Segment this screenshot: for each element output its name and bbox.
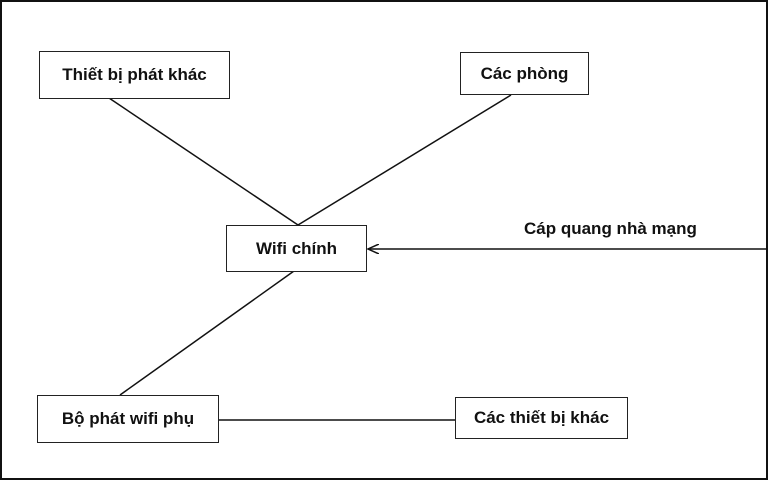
node-other-routers: Thiết bị phát khác bbox=[39, 51, 230, 99]
node-extender: Bộ phát wifi phụ bbox=[37, 395, 219, 443]
node-other-devices: Các thiết bị khác bbox=[455, 397, 628, 439]
link-main-to-extender bbox=[119, 270, 295, 396]
link-rooms-to-main bbox=[297, 94, 512, 226]
node-main-wifi: Wifi chính bbox=[226, 225, 367, 272]
fiber-label: Cáp quang nhà mạng bbox=[524, 219, 697, 238]
node-rooms: Các phòng bbox=[460, 52, 589, 95]
link-other-routers-to-main bbox=[108, 97, 299, 226]
